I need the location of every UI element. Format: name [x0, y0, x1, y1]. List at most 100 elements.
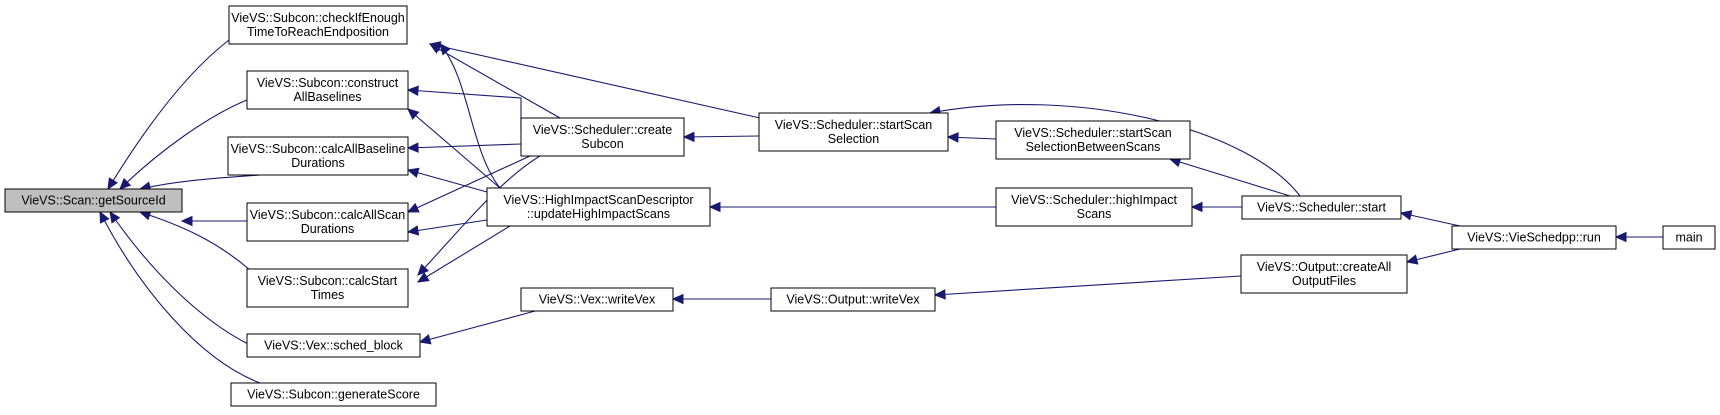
- edge-createSubcon-to-checkIfEnough: [428, 43, 561, 119]
- edge-highImpactDesc-to-calcStart: [416, 225, 511, 283]
- edge-schedStart-to-highImpactScans: [1190, 201, 1242, 213]
- call-edges: [99, 39, 1663, 384]
- node-label: VieVS::Subcon::checkIfEnough: [231, 11, 405, 25]
- node-label: VieVS::HighImpactScanDescriptor: [503, 193, 693, 207]
- node-label: Durations: [291, 156, 345, 170]
- node-label: SelectionBetweenScans: [1026, 140, 1161, 154]
- arrowhead-icon: [119, 177, 132, 190]
- node-box: [1241, 195, 1402, 220]
- node-startScanBetween[interactable]: VieVS::Scheduler::startScanSelectionBetw…: [995, 120, 1191, 160]
- node-box: [246, 70, 409, 110]
- node-generateScore[interactable]: VieVS::Subcon::generateScore: [230, 382, 437, 407]
- edge-run-to-createAllOutput: [1405, 248, 1461, 265]
- node-label: VieVS::Subcon::calcAllBaseline: [231, 142, 406, 156]
- edge-highImpactDesc-to-calcAllBaseline: [406, 167, 488, 193]
- edge-line: [417, 225, 511, 283]
- node-box: [246, 202, 409, 242]
- arrowhead-icon: [99, 210, 110, 224]
- node-label: VieVS::Scan::getSourceId: [21, 194, 165, 208]
- arrowhead-icon: [671, 293, 684, 305]
- node-box: [246, 268, 409, 308]
- node-label: Scans: [1077, 207, 1112, 221]
- arrowhead-icon: [428, 41, 442, 52]
- edge-createSubcon-to-calcAllBaseline: [406, 142, 522, 153]
- arrowhead-icon: [180, 215, 193, 227]
- arrowhead-icon: [1405, 254, 1419, 265]
- node-box: [1451, 225, 1617, 250]
- node-label: TimeToReachEndposition: [247, 25, 389, 39]
- edge-line: [683, 135, 760, 138]
- edge-createSubcon-to-calcAllScan: [406, 155, 531, 213]
- edge-run-to-schedStart: [1399, 210, 1461, 227]
- arrowhead-icon: [406, 85, 419, 97]
- node-label: VieVS::Scheduler::startScan: [775, 118, 933, 132]
- node-label: VieVS::Vex::writeVex: [539, 293, 656, 307]
- node-label: VieVS::Subcon::construct: [257, 76, 399, 90]
- edge-line: [407, 108, 501, 189]
- edge-line: [929, 104, 1301, 197]
- node-schedBlock[interactable]: VieVS::Vex::sched_block: [246, 333, 421, 358]
- edge-schedBlock-to-getSourceId: [109, 210, 251, 346]
- arrowhead-icon: [1614, 231, 1627, 243]
- edge-line: [109, 211, 251, 346]
- node-schedStart[interactable]: VieVS::Scheduler::start: [1241, 195, 1402, 220]
- edge-calcStart-to-getSourceId: [138, 210, 251, 271]
- node-label: VieVS::VieSchedpp::run: [1467, 231, 1601, 245]
- arrowhead-icon: [417, 263, 430, 276]
- edge-calcAllScan-to-getSourceId: [180, 215, 247, 227]
- arrowhead-icon: [406, 202, 420, 213]
- edge-line: [119, 99, 248, 190]
- arrowhead-icon: [407, 108, 420, 120]
- edge-writeVexVex-to-schedBlock: [418, 310, 536, 345]
- node-box: [246, 333, 421, 358]
- arrowhead-icon: [406, 225, 420, 236]
- edge-generateScore-to-getSourceId: [99, 210, 261, 384]
- node-box: [758, 112, 949, 152]
- edge-highImpactDesc-to-constructAll: [407, 108, 501, 189]
- node-label: VieVS::Subcon::calcAllScan: [250, 208, 405, 222]
- edge-startScanBetween-to-startScanSel: [946, 132, 997, 143]
- node-label: Subcon: [581, 137, 623, 151]
- edge-line: [139, 211, 251, 271]
- node-run[interactable]: VieVS::VieSchedpp::run: [1451, 225, 1617, 250]
- node-label: VieVS::Vex::sched_block: [264, 339, 403, 353]
- arrowhead-icon: [1190, 201, 1203, 213]
- node-label: Selection: [828, 132, 879, 146]
- node-highImpactDesc[interactable]: VieVS::HighImpactScanDescriptor::updateH…: [486, 187, 711, 227]
- node-main[interactable]: main: [1662, 225, 1716, 250]
- node-writeVexVex[interactable]: VieVS::Vex::writeVex: [520, 287, 674, 312]
- node-label: AllBaselines: [293, 90, 361, 104]
- node-writeVexOut[interactable]: VieVS::Output::writeVex: [770, 287, 936, 312]
- arrowhead-icon: [439, 43, 451, 56]
- edge-line: [407, 219, 488, 233]
- edge-startScanSel-to-checkIfEnough: [428, 41, 761, 119]
- edge-line: [407, 143, 522, 149]
- edge-line: [139, 174, 261, 190]
- node-label: VieVS::Scheduler::start: [1257, 201, 1387, 215]
- arrowhead-icon: [406, 142, 419, 153]
- edge-line: [429, 43, 761, 119]
- node-label: VieVS::Scheduler::highImpact: [1011, 193, 1177, 207]
- node-label: VieVS::Scheduler::startScan: [1014, 126, 1172, 140]
- edge-writeVexOut-to-writeVexVex: [671, 293, 771, 305]
- node-label: VieVS::Subcon::calcStart: [258, 274, 398, 288]
- node-box: [486, 187, 711, 227]
- edge-startScanSel-to-createSubcon: [682, 131, 760, 143]
- node-checkIfEnough[interactable]: VieVS::Subcon::checkIfEnoughTimeToReachE…: [228, 5, 408, 45]
- edge-line: [439, 43, 501, 189]
- edge-highImpactScans-to-highImpactDesc: [708, 201, 996, 213]
- arrowhead-icon: [416, 272, 430, 283]
- node-getSourceId[interactable]: VieVS::Scan::getSourceId: [4, 188, 183, 213]
- node-box: [995, 187, 1193, 227]
- node-label: VieVS::Subcon::generateScore: [247, 388, 420, 402]
- arrowhead-icon: [946, 132, 959, 143]
- arrowhead-icon: [109, 210, 121, 224]
